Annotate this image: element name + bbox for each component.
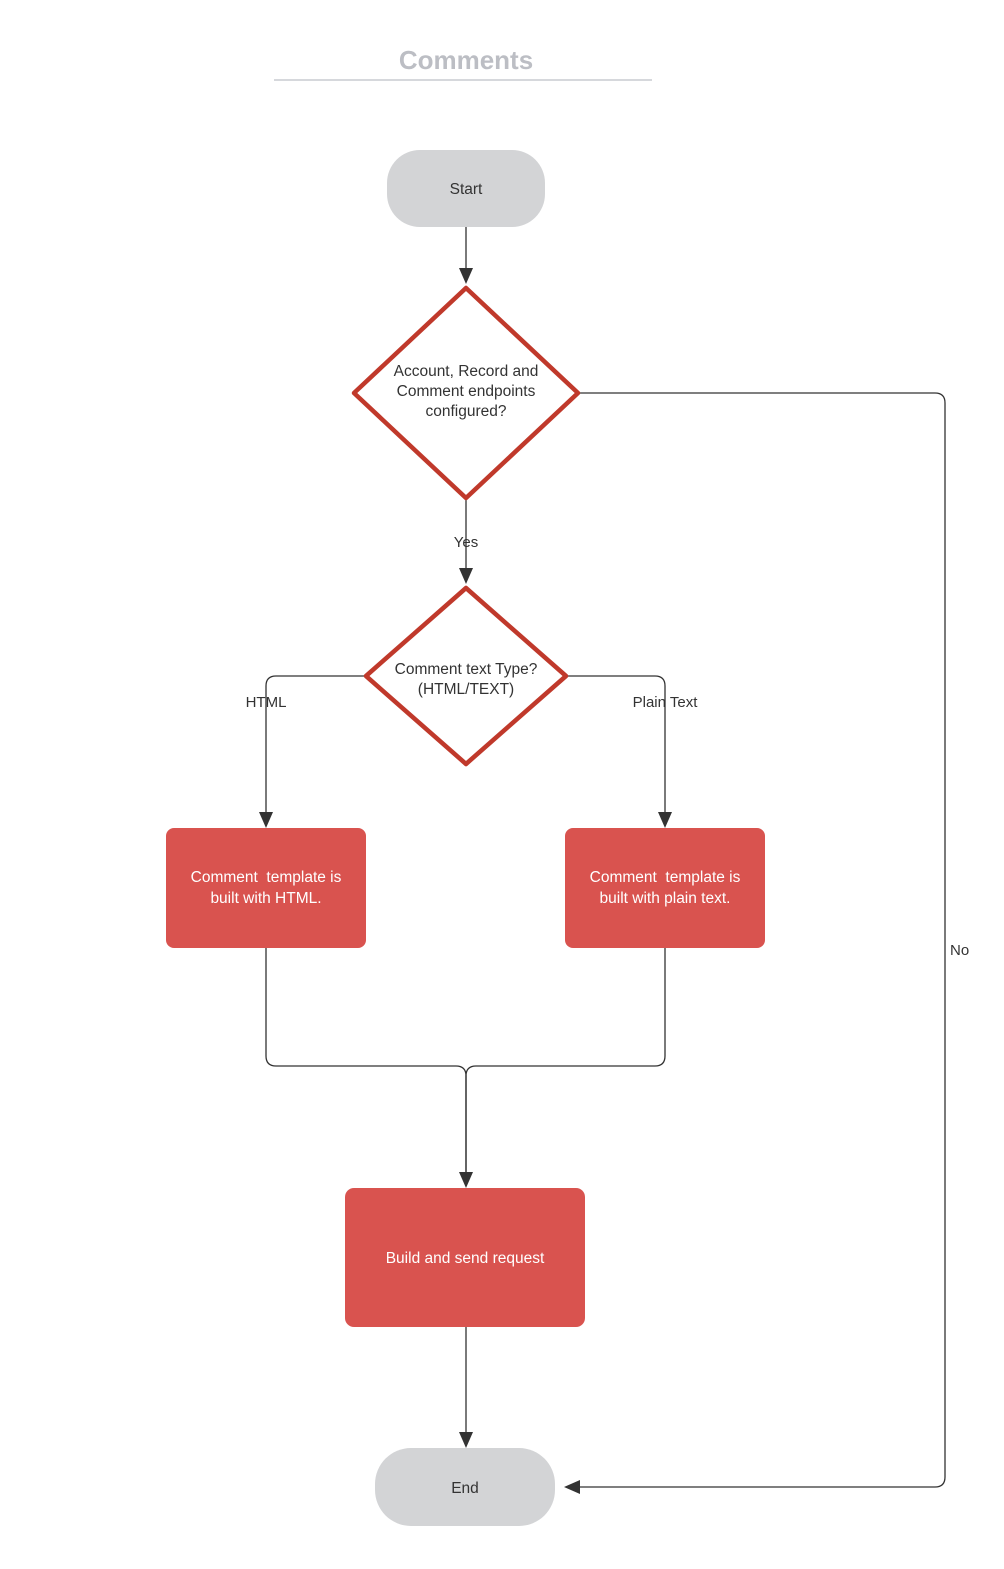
node-shape-rect [166, 828, 366, 948]
page-title: Comments [399, 45, 533, 75]
node-shape-stadium [375, 1448, 555, 1526]
edge-decision2-to-plain: Plain Text [568, 675, 699, 828]
arrowhead-icon [459, 568, 473, 584]
edge-start-to-decision1 [459, 226, 473, 284]
edge-plain-to-build [465, 948, 666, 1176]
node-label-decision1-line1: Account, Record and [394, 363, 539, 380]
node-process-build-and-send-request[interactable]: Build and send request [345, 1188, 585, 1327]
edge-line [265, 948, 467, 1176]
node-label-html-line1: Comment template is [191, 869, 342, 886]
node-shape-rect [565, 828, 765, 948]
arrowhead-icon [459, 1432, 473, 1448]
node-process-plain-text-template[interactable]: Comment template is built with plain tex… [565, 828, 765, 948]
node-label-plain-line2: built with plain text. [600, 890, 731, 907]
edge-label-html: HTML [246, 694, 287, 711]
node-label-decision2-line1: Comment text Type? [395, 661, 538, 678]
edge-label-yes: Yes [454, 534, 478, 551]
node-label-decision1-line3: configured? [425, 403, 506, 420]
arrowhead-icon [459, 268, 473, 284]
node-label-decision1-line2: Comment endpoints [397, 383, 536, 400]
node-shape-diamond [363, 585, 569, 767]
arrowhead-icon [259, 812, 273, 828]
node-label-html-line2: built with HTML. [210, 890, 321, 907]
node-label-end: End [451, 1480, 479, 1497]
node-label-build: Build and send request [386, 1250, 545, 1267]
arrowhead-icon [658, 812, 672, 828]
edge-line [578, 392, 946, 1488]
node-start[interactable]: Start [387, 150, 545, 227]
edge-decision1-to-end: No [564, 392, 969, 1494]
edge-label-plain-text: Plain Text [633, 694, 699, 711]
node-shape-rect [345, 1188, 585, 1327]
node-decision-endpoints-configured[interactable]: Account, Record and Comment endpoints co… [351, 285, 581, 501]
node-shape-stadium [387, 150, 545, 227]
node-shape-diamond [351, 285, 581, 501]
edge-label-no: No [950, 942, 969, 959]
edge-decision1-to-decision2: Yes [454, 494, 478, 584]
node-label-decision2-line2: (HTML/TEXT) [418, 681, 514, 698]
node-label-plain-line1: Comment template is [590, 869, 741, 886]
node-decision-comment-text-type[interactable]: Comment text Type? (HTML/TEXT) [363, 585, 569, 767]
arrowhead-icon [564, 1480, 580, 1494]
node-end[interactable]: End [375, 1448, 555, 1526]
node-label-start: Start [450, 181, 483, 198]
node-process-html-template[interactable]: Comment template is built with HTML. [166, 828, 366, 948]
edge-line [465, 948, 666, 1176]
arrowhead-icon [459, 1172, 473, 1188]
edge-html-to-build [265, 948, 473, 1188]
edge-line [568, 675, 666, 816]
edge-decision2-to-html: HTML [246, 675, 364, 828]
diagram-title-group: Comments [274, 45, 652, 81]
edge-line [265, 675, 364, 816]
edge-build-to-end [459, 1327, 473, 1448]
